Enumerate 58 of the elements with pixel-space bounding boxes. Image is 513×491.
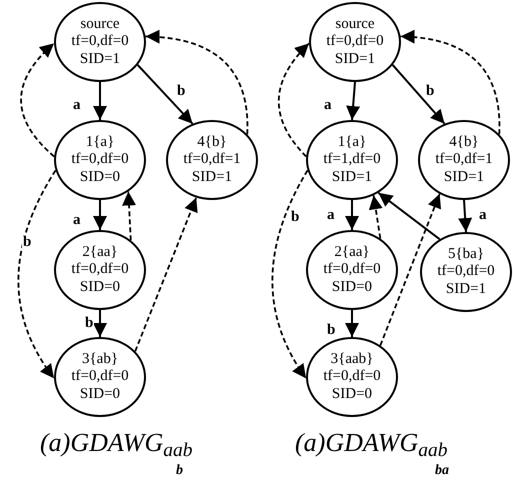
state-text: 2{aa}: [334, 244, 370, 262]
caption-subscript: ba: [435, 464, 449, 478]
arrow: [458, 200, 472, 232]
state-text: SID=1: [334, 50, 376, 68]
state-text: 1{a}: [86, 134, 114, 152]
arrow: [400, 30, 500, 134]
state-text: 5{ba}: [448, 246, 484, 264]
arrow: [272, 170, 308, 379]
state-text: 4{b}: [197, 134, 227, 152]
arrow: [146, 30, 248, 134]
state-text: 4{b}: [449, 134, 479, 152]
state-text: tf=0,df=0: [437, 263, 495, 281]
caption-subscript: b: [176, 464, 183, 478]
state-text: SID=0: [80, 386, 120, 403]
state-text: 2{aa}: [82, 244, 118, 262]
state-text: SID=1: [444, 168, 484, 186]
state-text: SID=0: [80, 168, 120, 186]
state-text: tf=1,df=0: [323, 151, 381, 169]
arrow: [93, 310, 107, 337]
state-text: SID=1: [446, 280, 486, 298]
state-text: tf=0,df=1: [183, 151, 241, 169]
arrow: [134, 197, 198, 352]
state-text: tf=0,df=0: [323, 261, 381, 279]
arrow: [378, 192, 440, 240]
arrow: [346, 82, 360, 120]
caption: (a)GDAWG$_{aab}$: [40, 430, 192, 456]
state-text: tf=0,df=0: [326, 33, 384, 51]
arrow: [122, 191, 136, 240]
state-text: SID=0: [332, 386, 372, 403]
state-text: tf=0,df=0: [71, 368, 129, 386]
state-text: 3{ab}: [82, 351, 118, 368]
state-text: SID=1: [332, 168, 372, 186]
state-text: tf=0,df=0: [71, 151, 129, 169]
state-text: SID=1: [192, 168, 232, 186]
state-text: tf=0,df=0: [71, 261, 129, 279]
arrow: [345, 310, 359, 337]
arrow: [20, 42, 55, 158]
state-text: tf=0,df=0: [71, 33, 129, 51]
state-text: 1{a}: [338, 134, 366, 152]
edge-label: b: [22, 235, 32, 250]
state-text: SID=1: [80, 50, 120, 68]
arrow: [136, 64, 194, 124]
arrow: [18, 170, 56, 379]
state-text: tf=0,df=0: [323, 368, 381, 386]
caption: (a)GDAWG$_{aab}$: [295, 430, 448, 456]
arrow: [392, 64, 446, 124]
arrow: [93, 200, 107, 230]
arrow: [345, 200, 359, 230]
arrow: [368, 195, 383, 239]
state-text: SID=0: [80, 278, 120, 296]
arrow: [93, 82, 107, 120]
state-text: SID=0: [332, 278, 372, 296]
state-text: source: [335, 16, 375, 34]
arrow: [379, 194, 442, 346]
state-text: source: [80, 16, 120, 34]
state-text: 3{aab}: [330, 351, 374, 368]
arrow: [278, 42, 310, 158]
state-text: tf=0,df=1: [435, 151, 493, 169]
